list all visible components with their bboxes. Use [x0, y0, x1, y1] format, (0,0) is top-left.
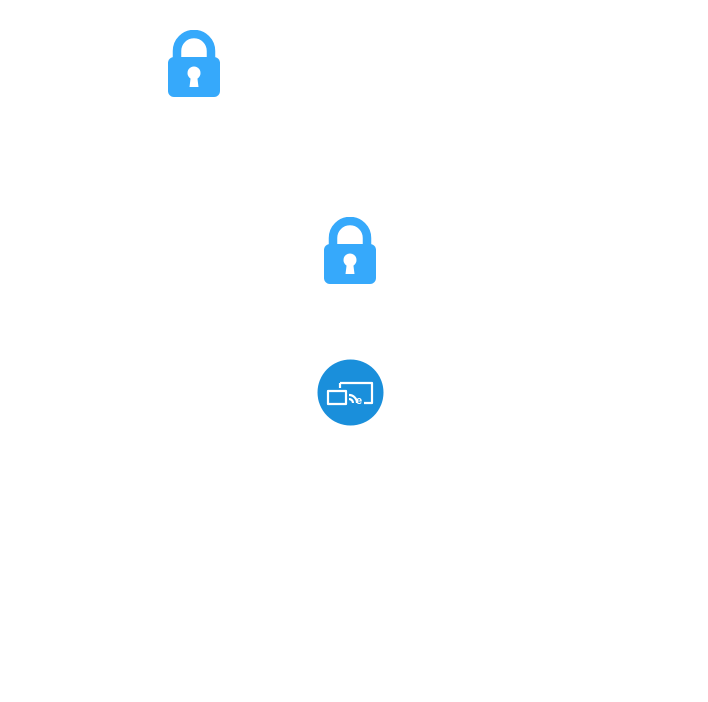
padlock-icon[interactable] [322, 217, 378, 285]
cast-to-device-icon[interactable]: e [317, 359, 384, 426]
padlock-icon[interactable] [166, 30, 222, 98]
svg-text:e: e [356, 395, 362, 407]
